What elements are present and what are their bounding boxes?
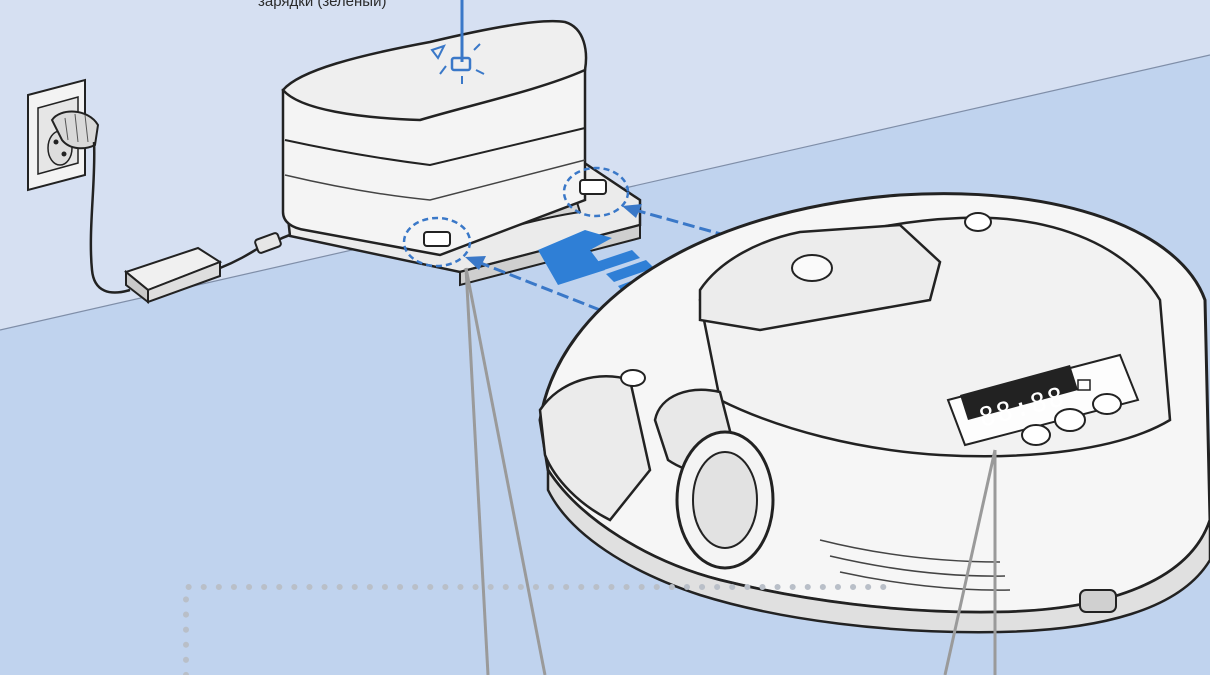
callout-pointer-robot — [943, 449, 997, 675]
guide-arrow-lower — [465, 256, 601, 312]
robot-button-start-icon — [1054, 408, 1086, 432]
robot-button-power-icon — [1021, 424, 1051, 446]
dotted-frame — [183, 584, 893, 675]
robot-button-home-icon — [1092, 393, 1122, 415]
power-plug — [50, 110, 100, 150]
robot-vacuum — [538, 192, 1210, 634]
battery-icon — [1077, 379, 1091, 391]
power-adapter — [123, 246, 223, 305]
charging-indicator — [430, 0, 485, 84]
station-contact-left — [402, 216, 472, 268]
callout-label: зарядки (зеленый) — [258, 0, 386, 10]
callout-pointer-station — [464, 267, 547, 675]
station-contact-right — [562, 166, 630, 218]
robot-control-panel — [946, 353, 1140, 447]
ferrite-core — [254, 232, 282, 254]
power-cable — [89, 141, 131, 294]
